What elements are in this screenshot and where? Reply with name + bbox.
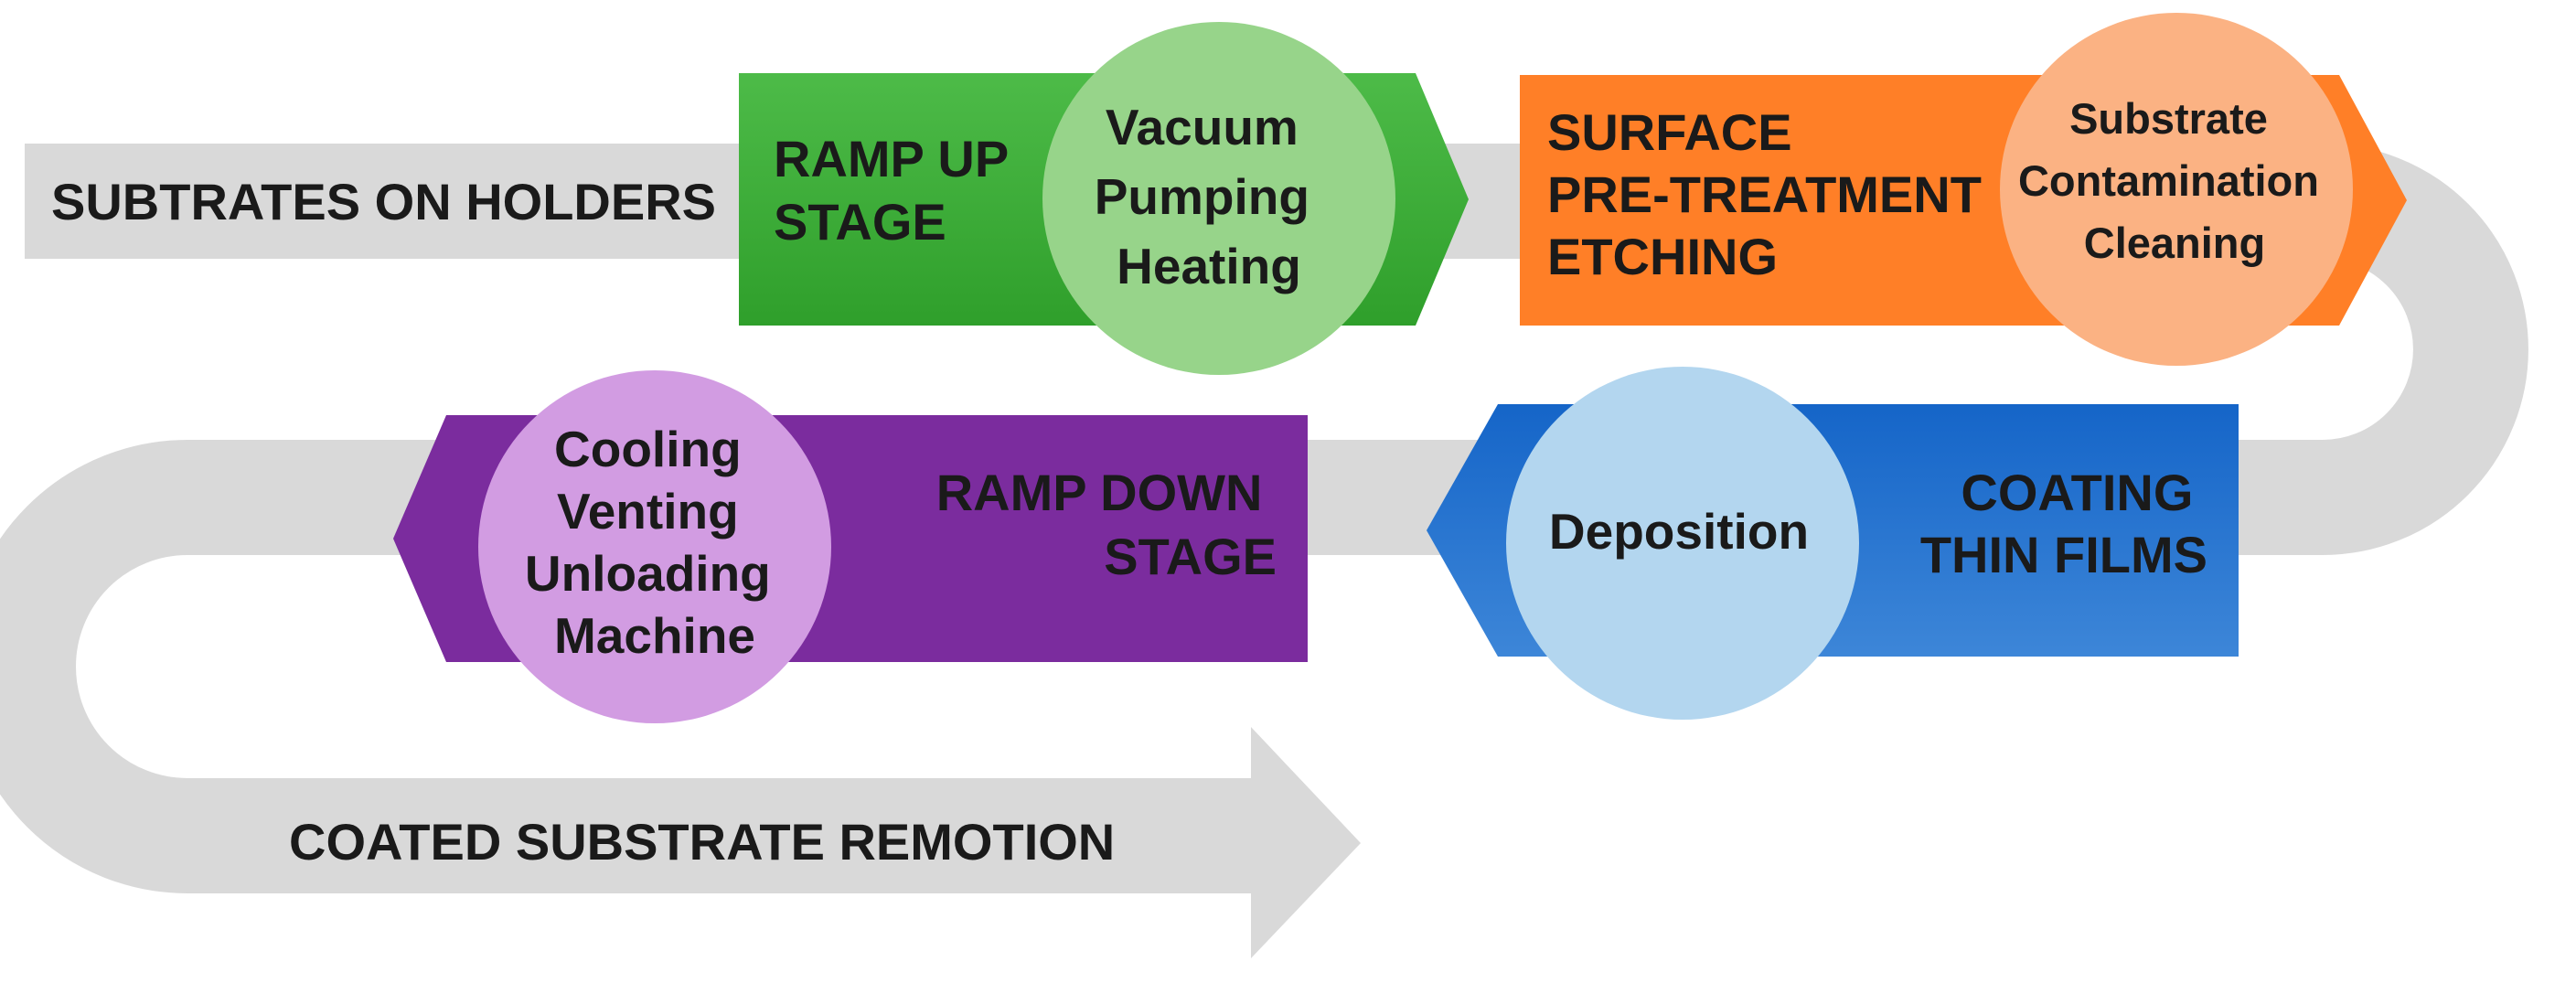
ramp-down-title-line: STAGE xyxy=(1104,528,1277,585)
ramp-down-step: Unloading xyxy=(525,545,771,602)
ramp-up-title-line: RAMP UP xyxy=(774,130,1008,187)
flow-path xyxy=(0,144,2528,958)
stage-coating: COATING THIN FILMS Deposition xyxy=(1427,367,2239,720)
ramp-up-step: Heating xyxy=(1117,238,1301,294)
coating-circle xyxy=(1506,367,1859,720)
ramp-down-step: Cooling xyxy=(554,421,742,477)
ramp-down-title-line: RAMP DOWN xyxy=(936,464,1263,521)
stage-ramp-up: RAMP UP STAGE Vacuum Pumping Heating xyxy=(739,22,1469,375)
ramp-up-circle xyxy=(1042,22,1395,375)
pretreatment-step: Cleaning xyxy=(2084,219,2265,267)
pretreatment-title-line: ETCHING xyxy=(1547,228,1778,285)
ramp-down-circle-text: Cooling Venting Unloading Machine xyxy=(525,421,785,664)
pretreatment-step: Contamination xyxy=(2018,156,2319,205)
ramp-down-circle xyxy=(478,370,831,723)
pretreatment-circle xyxy=(2000,13,2353,366)
pretreatment-step: Substrate xyxy=(2069,94,2268,143)
start-label: SUBTRATES ON HOLDERS xyxy=(51,173,716,230)
pretreatment-title-line: PRE-TREATMENT xyxy=(1547,166,1982,223)
end-label: COATED SUBSTRATE REMOTION xyxy=(289,813,1115,871)
ramp-up-step: Vacuum xyxy=(1106,99,1299,155)
coating-title: COATING THIN FILMS xyxy=(1920,464,2207,583)
ramp-down-title: RAMP DOWN STAGE xyxy=(936,464,1277,585)
coating-title-line: COATING xyxy=(1961,464,2193,521)
flow-path-track xyxy=(0,144,2528,893)
ramp-down-step: Machine xyxy=(554,607,755,664)
ramp-up-circle-text: Vacuum Pumping Heating xyxy=(1095,99,1324,294)
ramp-up-title-line: STAGE xyxy=(774,193,946,251)
coating-step: Deposition xyxy=(1549,503,1809,560)
ramp-down-step: Venting xyxy=(557,483,739,540)
pretreatment-circle-text: Substrate Contamination Cleaning xyxy=(2018,94,2331,267)
flow-path-arrowhead xyxy=(1251,727,1361,958)
coating-circle-text: Deposition xyxy=(1549,503,1809,560)
ramp-up-step: Pumping xyxy=(1095,168,1309,225)
stage-surface-pretreatment: SURFACE PRE-TREATMENT ETCHING Substrate … xyxy=(1520,13,2407,366)
stage-ramp-down: RAMP DOWN STAGE Cooling Venting Unloadin… xyxy=(393,370,1308,723)
pretreatment-title: SURFACE PRE-TREATMENT ETCHING xyxy=(1547,103,1996,285)
ramp-up-title: RAMP UP STAGE xyxy=(774,130,1022,251)
pretreatment-title-line: SURFACE xyxy=(1547,103,1792,161)
coating-title-line: THIN FILMS xyxy=(1920,526,2207,583)
